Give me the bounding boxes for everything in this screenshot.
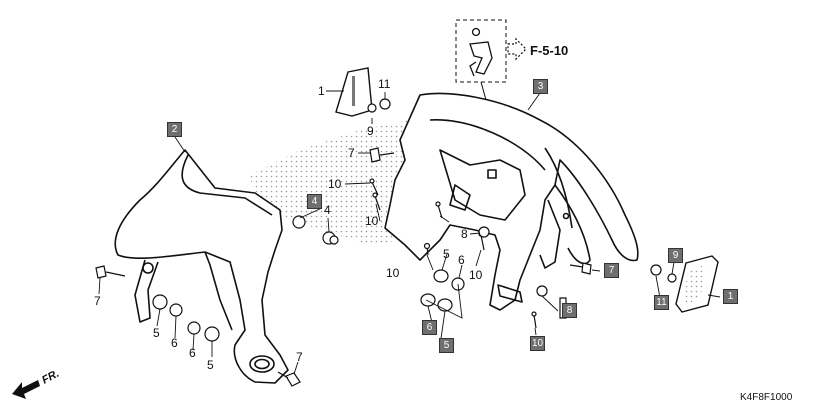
leader-ref-detail bbox=[480, 81, 487, 101]
reflector-part-1-right bbox=[675, 255, 719, 313]
front-cover-part-2 bbox=[114, 149, 289, 384]
callout-4: 4 bbox=[324, 203, 331, 217]
hardware bbox=[95, 98, 677, 387]
callout-6: 6 bbox=[458, 253, 465, 267]
rear-fender-part-3 bbox=[384, 92, 639, 311]
callout-10: 10 bbox=[365, 214, 379, 228]
callout-5: 5 bbox=[443, 247, 450, 261]
callout-7: 7 bbox=[94, 294, 101, 308]
callout-1: 1 bbox=[318, 84, 325, 98]
callout-11-boxed: 11 bbox=[654, 295, 669, 310]
callout-3-boxed: 3 bbox=[533, 79, 548, 94]
ref-link-label[interactable]: F-5-10 bbox=[530, 43, 569, 58]
callout-11: 11 bbox=[378, 77, 391, 91]
callout-6-boxed: 6 bbox=[422, 320, 437, 335]
reflector-part-1-top bbox=[335, 67, 373, 117]
callout-6: 6 bbox=[171, 336, 178, 350]
callout-5-boxed: 5 bbox=[439, 338, 454, 353]
callout-10: 10 bbox=[386, 266, 400, 280]
front-direction-arrow-icon bbox=[12, 380, 40, 399]
callout-6: 6 bbox=[189, 346, 196, 360]
ref-arrow-icon bbox=[507, 37, 527, 61]
callout-10: 10 bbox=[328, 177, 342, 191]
callout-5: 5 bbox=[207, 358, 214, 372]
callout-8: 8 bbox=[461, 227, 468, 241]
callout-7: 7 bbox=[348, 146, 355, 160]
callout-9-boxed: 9 bbox=[668, 248, 683, 263]
callout-5: 5 bbox=[153, 326, 160, 340]
callout-10-boxed: 10 bbox=[530, 336, 545, 351]
leader-lines bbox=[98, 90, 721, 375]
callout-4-boxed: 4 bbox=[307, 194, 322, 209]
callout-2-boxed: 2 bbox=[167, 122, 182, 137]
clip-detail-icon bbox=[469, 27, 493, 77]
callout-8-boxed: 8 bbox=[562, 303, 577, 318]
callout-10: 10 bbox=[469, 268, 483, 282]
callout-7-boxed: 7 bbox=[604, 263, 619, 278]
drawing-code: K4F8F1000 bbox=[740, 392, 793, 403]
callout-7: 7 bbox=[296, 350, 303, 364]
callout-9: 9 bbox=[367, 124, 374, 138]
callout-1-boxed: 1 bbox=[723, 289, 738, 304]
